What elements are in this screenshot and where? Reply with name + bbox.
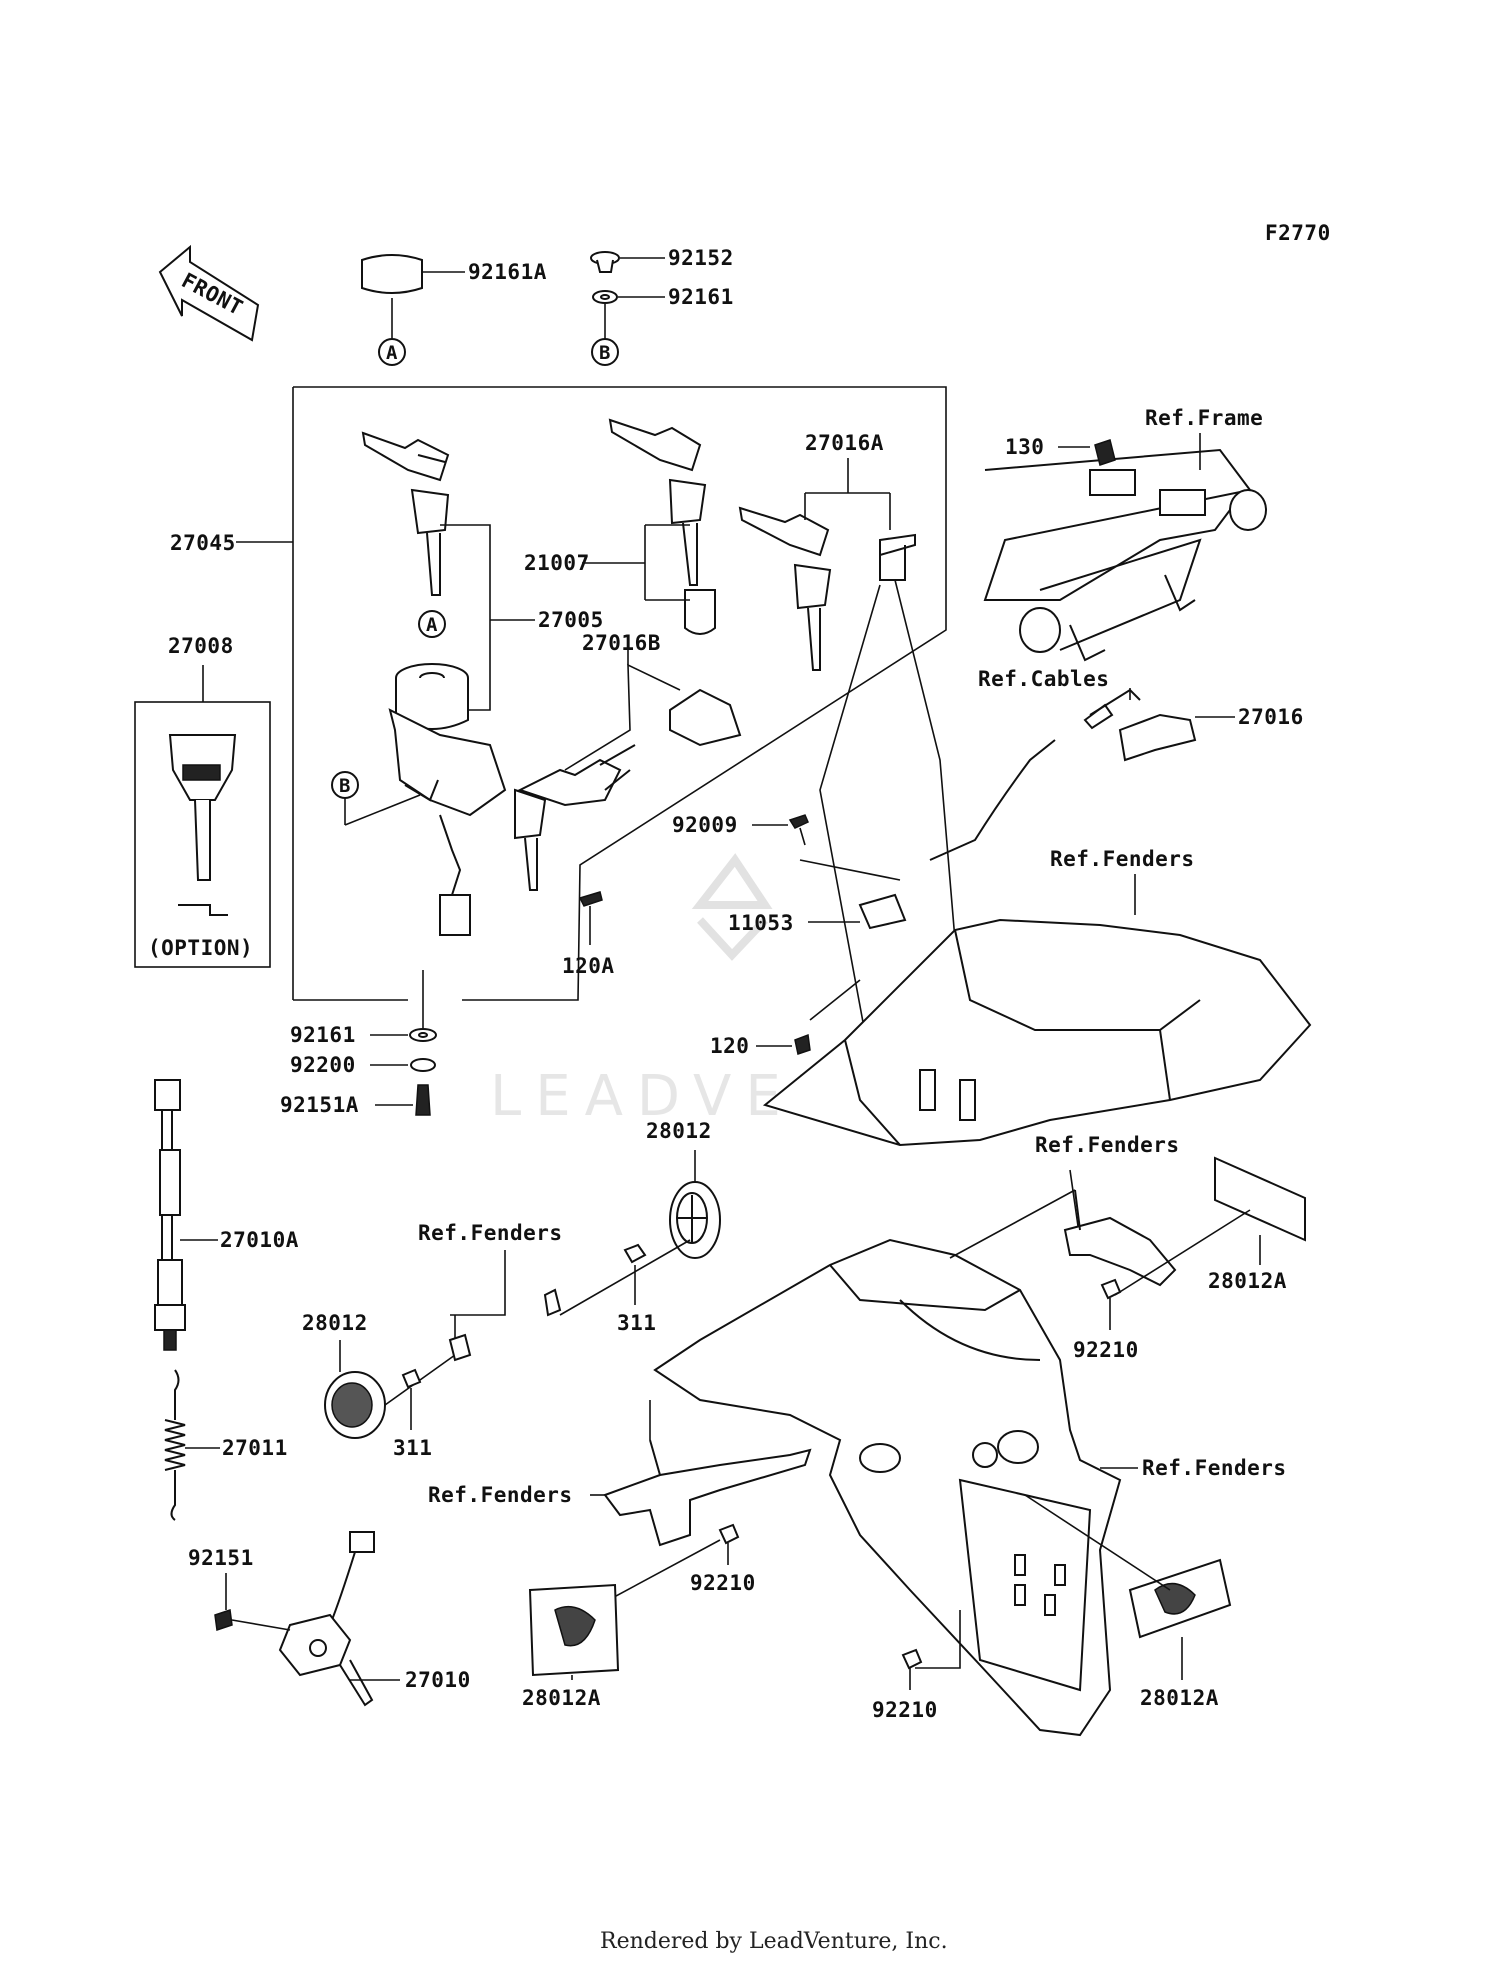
callout-92161A: 92161A — [468, 260, 547, 284]
stud-a[interactable] — [543, 1288, 562, 1317]
screw-92009[interactable] — [788, 814, 809, 846]
ref-fenders-4: Ref.Fenders — [428, 1483, 573, 1507]
seat-lock-cable — [929, 739, 1056, 861]
spring-27011[interactable] — [164, 1369, 186, 1521]
callout-92151A: 92151A — [280, 1093, 359, 1117]
ref-fenders-1: Ref.Fenders — [1050, 847, 1195, 871]
seat-lock-27016[interactable] — [1083, 703, 1197, 762]
reflector-28012A-bottom[interactable] — [1128, 1558, 1232, 1639]
marker-b-top: B — [591, 338, 619, 366]
callout-11053: 11053 — [728, 911, 794, 935]
rear-fender-lower — [653, 1238, 1122, 1737]
keys-27005[interactable] — [361, 431, 450, 596]
frame-ref — [983, 448, 1267, 662]
option-key-27008[interactable] — [168, 734, 237, 916]
callout-311-a: 311 — [617, 1311, 656, 1335]
callout-28012A-bottom: 28012A — [1140, 1686, 1219, 1710]
bolt-120[interactable] — [794, 1033, 811, 1055]
nut-92210-mid[interactable] — [718, 1523, 740, 1545]
nut-311-b[interactable] — [401, 1368, 422, 1389]
callout-21007: 21007 — [524, 551, 590, 575]
bolt-130[interactable] — [1094, 439, 1116, 466]
marker-a-top: A — [378, 338, 406, 366]
ref-cables: Ref.Cables — [978, 667, 1109, 691]
rear-fender-tray — [762, 918, 1312, 1147]
callout-120A: 120A — [562, 954, 615, 978]
keys-27016B[interactable] — [514, 688, 742, 891]
callout-92152: 92152 — [668, 246, 734, 270]
ignition-switch[interactable]: A — [388, 610, 507, 936]
callout-130: 130 — [1005, 435, 1044, 459]
callout-27045: 27045 — [170, 531, 236, 555]
assembly-box-27045 — [292, 386, 947, 1001]
callout-27008: 27008 — [168, 634, 234, 658]
callout-92161: 92161 — [290, 1023, 356, 1047]
svg-text:B: B — [599, 342, 610, 364]
keys-27016A[interactable] — [738, 506, 916, 671]
ref-fenders-2: Ref.Fenders — [418, 1221, 563, 1245]
nut-92210-bottom[interactable] — [901, 1648, 923, 1670]
svg-text:A: A — [386, 342, 398, 364]
washer-92161[interactable] — [409, 1028, 437, 1042]
callout-92009: 92009 — [672, 813, 738, 837]
callout-27005: 27005 — [538, 608, 604, 632]
nut-311-a[interactable] — [623, 1243, 647, 1264]
ref-fenders-3: Ref.Fenders — [1035, 1133, 1180, 1157]
option-label: (OPTION) — [148, 936, 253, 960]
callout-92210-right: 92210 — [1073, 1338, 1139, 1362]
diagram-code: F2770 — [1265, 221, 1331, 245]
bracket-11053[interactable] — [858, 893, 907, 930]
callout-28012A-left: 28012A — [522, 1686, 601, 1710]
callout-92210-bottom: 92210 — [872, 1698, 938, 1722]
callout-27016: 27016 — [1238, 705, 1304, 729]
callout-28012-top: 28012 — [646, 1119, 712, 1143]
part-92161A[interactable] — [361, 254, 465, 340]
callout-28012A-right: 28012A — [1208, 1269, 1287, 1293]
marker-a-switch: A — [426, 614, 438, 636]
part-92161-top[interactable] — [592, 290, 665, 340]
switch-27010[interactable] — [278, 1531, 375, 1707]
callout-120: 120 — [710, 1034, 749, 1058]
part-92152[interactable] — [590, 251, 665, 273]
reflector-28012A-left[interactable] — [528, 1583, 620, 1677]
bracket-left[interactable] — [603, 1439, 812, 1547]
front-arrow: FRONT — [158, 244, 260, 342]
reflector-28012A-right[interactable] — [1214, 1156, 1306, 1242]
ref-frame: Ref.Frame — [1145, 406, 1263, 430]
reflector-28012-left[interactable] — [324, 1371, 386, 1439]
footer-credit: Rendered by LeadVenture, Inc. — [600, 1929, 948, 1954]
ref-fenders-5: Ref.Fenders — [1142, 1456, 1287, 1480]
bolt-92151[interactable] — [214, 1609, 291, 1631]
callout-92161-top: 92161 — [668, 285, 734, 309]
callout-27016A: 27016A — [805, 431, 884, 455]
callout-28012-left: 28012 — [302, 1311, 368, 1335]
screw-92151A[interactable] — [415, 1084, 431, 1116]
callout-27016B: 27016B — [582, 631, 661, 655]
callout-92200: 92200 — [290, 1053, 356, 1077]
callout-27010: 27010 — [405, 1668, 471, 1692]
callout-27011: 27011 — [222, 1436, 288, 1460]
callout-92151: 92151 — [188, 1546, 254, 1570]
washer-92200[interactable] — [410, 1058, 436, 1072]
callout-92210-mid: 92210 — [690, 1571, 756, 1595]
switch-27010A[interactable] — [154, 1079, 186, 1351]
callout-27010A: 27010A — [220, 1228, 299, 1252]
bracket-right[interactable] — [1063, 1189, 1177, 1287]
stud-b[interactable] — [448, 1333, 472, 1362]
svg-text:B: B — [339, 775, 350, 797]
nut-92210-right[interactable] — [1100, 1278, 1122, 1300]
callout-311-b: 311 — [393, 1436, 432, 1460]
bolt-120A[interactable] — [578, 891, 603, 907]
keys-21007[interactable] — [608, 418, 716, 635]
